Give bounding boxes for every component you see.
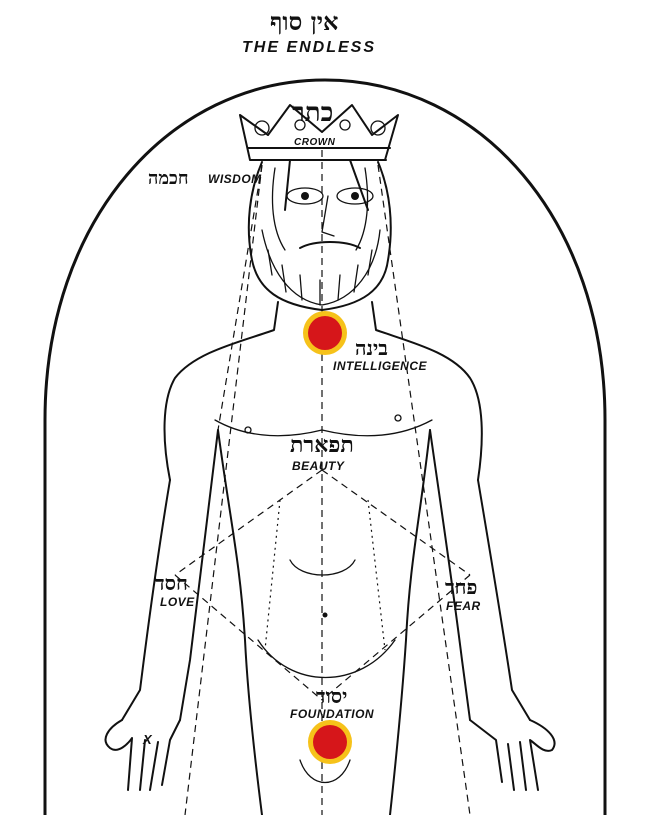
label-intelligence-english: INTELLIGENCE: [333, 359, 428, 373]
endless-oval: [43, 78, 607, 815]
crown-drawing: [239, 104, 399, 161]
label-beauty-hebrew: תפארת: [290, 432, 354, 458]
label-fear-english: FEAR: [446, 599, 481, 613]
label-love-english: LOVE: [160, 595, 195, 609]
title-english: THE ENDLESS: [242, 39, 377, 56]
throat-marker: [303, 311, 347, 355]
label-crown-english: CROWN: [294, 137, 336, 148]
label-foundation-english: FOUNDATION: [290, 707, 375, 721]
head-drawing: [247, 159, 392, 311]
label-crown-hebrew: כתר: [292, 98, 334, 128]
palm-mark: X: [143, 732, 153, 747]
label-beauty-english: BEAUTY: [292, 459, 345, 473]
title-hebrew: אין סוף: [270, 7, 339, 36]
label-love-hebrew: חסד: [155, 571, 188, 595]
foundation-marker: [308, 720, 352, 764]
label-wisdom-hebrew: חכמה: [148, 168, 189, 189]
label-intelligence-hebrew: בינה: [355, 336, 388, 360]
label-wisdom-english: WISDOM: [208, 172, 262, 186]
sefirot-paths: [174, 150, 471, 815]
label-fear-hebrew: פחד: [445, 575, 478, 599]
label-foundation-hebrew: יסוד: [316, 684, 348, 708]
body-outline: [104, 301, 556, 815]
